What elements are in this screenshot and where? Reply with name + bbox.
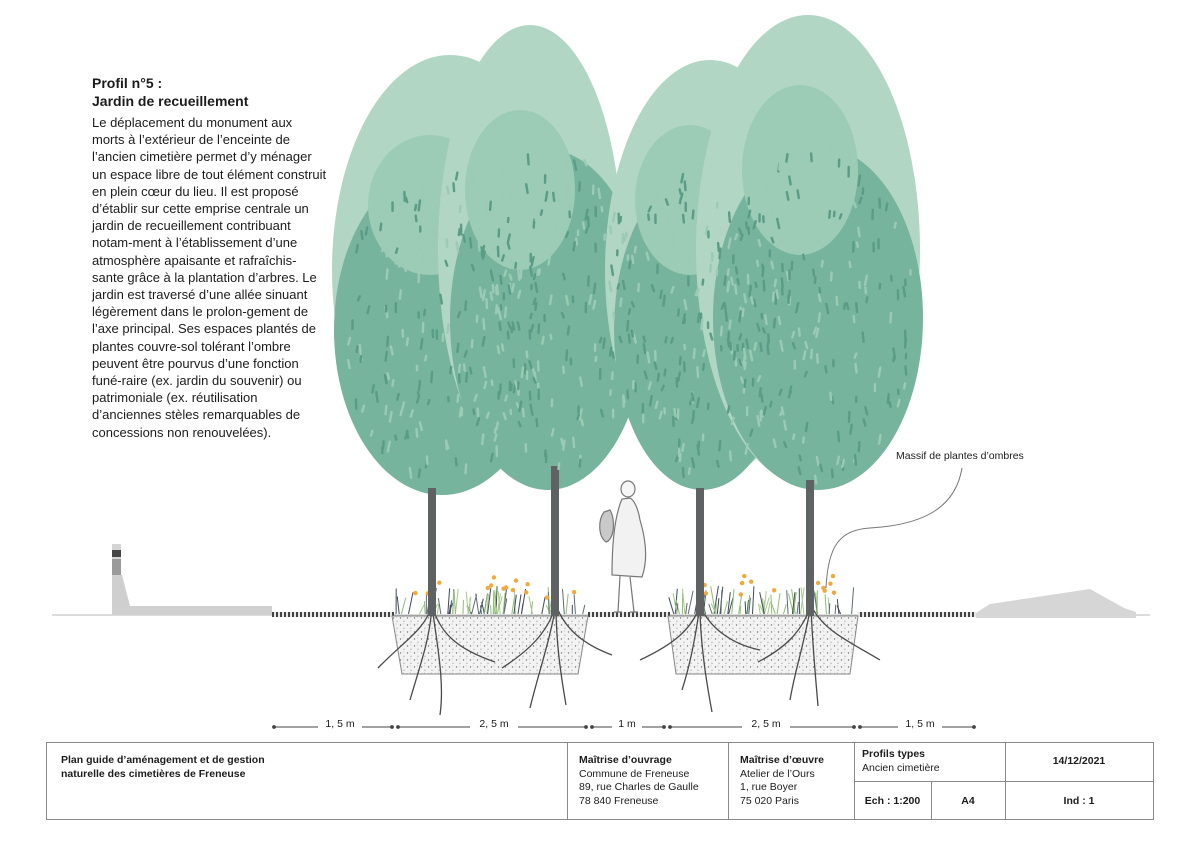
designer-line: 75 020 Paris [740, 794, 799, 807]
client-line: Commune de Freneuse [579, 767, 690, 780]
client-line: 89, rue Charles de Gaulle [579, 781, 699, 793]
dimension-label: 2, 5 m [751, 718, 781, 730]
client-block: Maîtrise d’ouvrage Commune de Freneuse 8… [579, 754, 724, 808]
profile-title: Jardin de recueillement [92, 93, 249, 109]
scale: Ech : 1:200 [864, 795, 921, 807]
annotation-label: Massif de plantes d’ombres [896, 450, 1024, 462]
planter-right [667, 615, 859, 675]
dimension-label: 1, 5 m [905, 718, 935, 730]
paper-format: A4 [961, 795, 975, 807]
profiles-title: Profils types [862, 748, 926, 760]
dimension-label: 1, 5 m [325, 718, 355, 730]
profiles-block: Profils types Ancien cimetière [862, 748, 1002, 775]
shade-plants [395, 573, 855, 615]
annotation-leader [825, 467, 963, 589]
profile-number: Profil n°5 : [92, 75, 163, 91]
title-block: Plan guide d’aménagement et de gestion n… [46, 742, 1154, 820]
profiles-subtitle: Ancien cimetière [862, 761, 940, 774]
profile-description: Profil n°5 : Jardin de recueillement Le … [92, 74, 328, 441]
date: 14/12/2021 [1052, 755, 1106, 767]
designer-line: Atelier de l’Ours [740, 767, 815, 780]
client-title: Maîtrise d’ouvrage [579, 754, 672, 766]
dimension-lines [272, 725, 976, 729]
left-wall [112, 544, 272, 615]
revision-index: Ind : 1 [1063, 795, 1095, 807]
designer-line: 1, rue Boyer [740, 781, 798, 793]
leaf-texture [347, 147, 912, 485]
profile-text: Le déplacement du monument aux morts à l… [92, 115, 327, 440]
dimension-label: 2, 5 m [479, 718, 509, 730]
designer-title: Maîtrise d’œuvre [740, 754, 825, 766]
designer-block: Maîtrise d’œuvre Atelier de l’Ours 1, ru… [740, 754, 850, 808]
client-line: 78 840 Freneuse [579, 794, 659, 807]
dimension-label: 1 m [618, 718, 636, 730]
right-mound [976, 589, 1136, 618]
project-title: Plan guide d’aménagement et de gestion n… [61, 754, 265, 780]
pedestrian-figure [599, 480, 647, 613]
planter-left [391, 615, 589, 675]
